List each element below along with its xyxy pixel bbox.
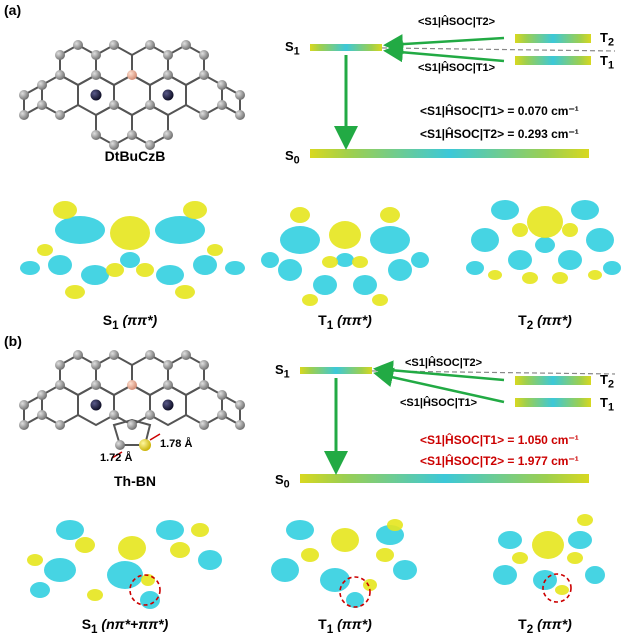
level-label-t1-b: T1: [600, 395, 614, 414]
s0-level-bar: [310, 149, 589, 158]
molecule-name-b: Th-BN: [114, 473, 156, 489]
t2-level-bar: [515, 34, 591, 43]
orbital-label-b-s1: S1 (nπ*+ππ*): [81, 616, 169, 636]
soc-value-t2-a: <S1|ĤSOC|T2> = 0.293 cm⁻¹: [420, 127, 579, 141]
dtbuczb-atoms: [19, 40, 245, 150]
orbital-a-t2: [466, 200, 621, 284]
s1-level-bar: [310, 44, 382, 51]
level-label-s0-a: S0: [285, 148, 300, 167]
sulfur-highlight-s1: [129, 574, 161, 606]
orbital-a-s1: [20, 201, 245, 299]
soc-arrow-label-top-a: <S1|ĤSOC|T2>: [418, 16, 496, 28]
level-label-s1-a: S1: [285, 39, 300, 58]
isc-arrow-t2-b: [373, 360, 505, 382]
level-label-t1-a: T1: [600, 53, 614, 72]
t2-level-bar-b: [515, 376, 591, 385]
orbital-label-b-t2: T2 (ππ*): [518, 616, 572, 636]
level-label-t2-a: T2: [600, 30, 614, 49]
level-label-t2-b: T2: [600, 372, 614, 391]
isc-arrow-t1: [383, 42, 505, 63]
isc-arrow-t1-b: [373, 367, 505, 404]
orbital-label-a-t2: T2 (ππ*): [518, 312, 572, 332]
soc-value-t2-b: <S1|ĤSOC|T2> = 1.977 cm⁻¹: [420, 454, 579, 468]
panel-b-label: (b): [4, 333, 22, 349]
orbital-label-a-s1: S1 (ππ*): [102, 312, 158, 332]
soc-value-t1-b: <S1|ĤSOC|T1> = 1.050 cm⁻¹: [420, 433, 579, 447]
orbital-a-t1: [261, 207, 429, 306]
panel-b-energy-diagram: [299, 360, 616, 483]
level-label-s1-b: S1: [275, 362, 290, 381]
thbn-molecule: [23, 353, 241, 446]
soc-arrow-label-bottom-b: <S1|ĤSOC|T1>: [400, 397, 478, 409]
orbital-b-s1: [27, 520, 222, 609]
sulfur-highlight-t1: [339, 576, 371, 608]
s0-level-bar-b: [300, 474, 589, 483]
soc-value-t1-a: <S1|ĤSOC|T1> = 0.070 cm⁻¹: [420, 104, 579, 118]
bond-length-2: 1.78 Å: [160, 438, 193, 450]
panel-a-label: (a): [4, 2, 22, 18]
panel-a-energy-diagram: [309, 34, 616, 158]
soc-arrow-label-top-b: <S1|ĤSOC|T2>: [405, 357, 483, 369]
t1-level-bar-b: [515, 398, 591, 407]
soc-arrow-label-bottom-a: <S1|ĤSOC|T1>: [418, 62, 496, 74]
orbital-b-t2: [493, 514, 605, 603]
orbital-label-a-t1: T1 (ππ*): [318, 312, 372, 332]
t1-level-bar: [515, 56, 591, 65]
level-label-s0-b: S0: [275, 472, 290, 491]
orbital-label-b-t1: T1 (ππ*): [318, 616, 372, 636]
orbital-b-t1: [271, 519, 417, 608]
sulfur-highlight-t2: [542, 573, 572, 603]
thbn-atoms: [19, 350, 245, 459]
isc-arrow-t2: [383, 34, 505, 55]
bond-length-1: 1.72 Å: [100, 452, 133, 464]
molecule-name-a: DtBuCzB: [104, 148, 166, 164]
s1-level-bar-b: [300, 367, 372, 374]
